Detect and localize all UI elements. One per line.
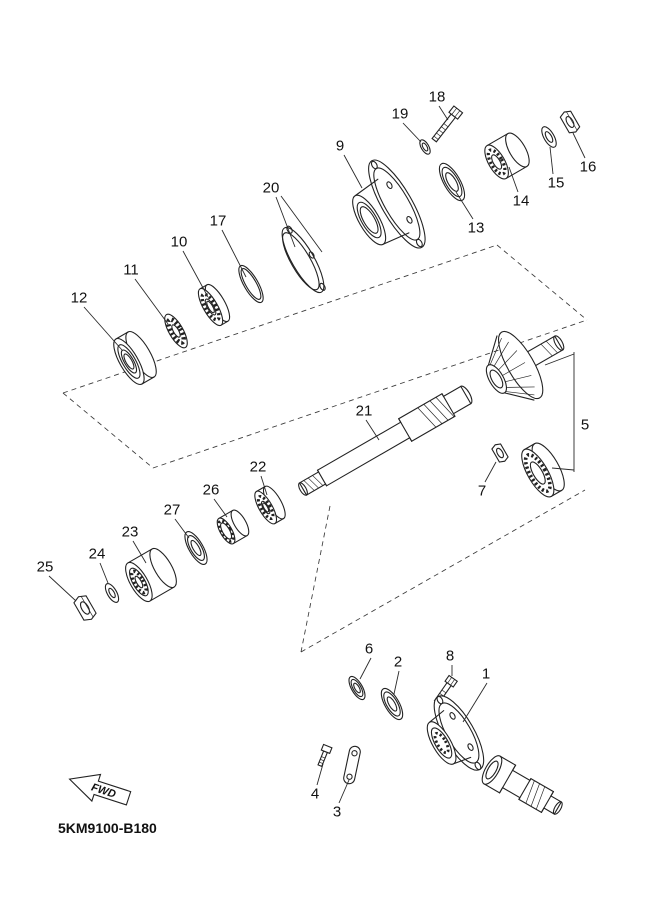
part-number-19: 19 bbox=[392, 106, 409, 123]
part-3-stay-plate-drawing bbox=[343, 745, 361, 785]
part-11-toothed-washer-drawing bbox=[164, 313, 188, 349]
part-number-9: 9 bbox=[336, 138, 344, 155]
part-number-4: 4 bbox=[311, 786, 319, 803]
part-10-bearing-drawing bbox=[197, 283, 231, 327]
part-1-bearing-housing-drawing bbox=[426, 695, 485, 771]
drive-pinion-shaft-drawing bbox=[481, 755, 563, 815]
part-number-3: 3 bbox=[333, 804, 341, 821]
part-number-10: 10 bbox=[171, 234, 188, 251]
part-number-17: 17 bbox=[210, 213, 227, 230]
leader-line-part-21 bbox=[365, 419, 380, 441]
part-12-bearing-drawing bbox=[113, 330, 157, 386]
diagram-code-label: 5KM9100-B180 bbox=[58, 820, 157, 836]
part-16-nut-drawing bbox=[559, 110, 581, 134]
part-27-seal-drawing bbox=[184, 531, 208, 565]
leader-line-part-20 bbox=[275, 196, 296, 248]
leader-line-part-16 bbox=[572, 132, 586, 159]
part-19-washer-drawing bbox=[419, 139, 431, 155]
leader-line-part-7 bbox=[484, 461, 497, 483]
part-number-27: 27 bbox=[164, 502, 181, 519]
part-18-bolt-drawing bbox=[431, 105, 464, 143]
leader-line-part-1 bbox=[462, 682, 488, 723]
leader-line-part-20 bbox=[280, 195, 323, 253]
part-5-bevel-gear-drawing bbox=[485, 330, 565, 401]
leader-line-part-12 bbox=[83, 306, 123, 351]
part-number-21: 21 bbox=[356, 403, 373, 420]
part-number-5: 5 bbox=[581, 417, 589, 434]
part-23-coupling-drawing bbox=[125, 547, 177, 603]
part-number-14: 14 bbox=[513, 193, 530, 210]
part-25-nut-drawing bbox=[73, 595, 97, 621]
fwd-arrow: FWD bbox=[68, 773, 132, 806]
part-6-washer-drawing bbox=[348, 675, 366, 701]
leader-line-part-25 bbox=[48, 575, 77, 602]
part-21-drive-shaft-drawing bbox=[298, 385, 473, 496]
leader-line-part-23 bbox=[132, 540, 147, 564]
leader-line-part-2 bbox=[393, 670, 400, 695]
leader-line-part-24 bbox=[99, 562, 109, 584]
part-26-spacer-drawing bbox=[216, 509, 250, 545]
part-14-coupling-drawing bbox=[484, 132, 530, 180]
part-number-25: 25 bbox=[37, 559, 54, 576]
part-number-1: 1 bbox=[482, 666, 490, 683]
part-number-12: 12 bbox=[71, 290, 88, 307]
leader-line-part-27 bbox=[174, 518, 190, 539]
part-number-20: 20 bbox=[263, 180, 280, 197]
part-4-bolt-drawing bbox=[317, 743, 333, 768]
leader-line-part-10 bbox=[182, 250, 209, 298]
leader-line-part-5 bbox=[544, 353, 575, 366]
leader-line-part-17 bbox=[221, 229, 247, 278]
part-number-23: 23 bbox=[122, 524, 139, 541]
part-number-11: 11 bbox=[123, 262, 139, 279]
part-labels-layer: 1234567891011121314151617181920212223242… bbox=[37, 89, 597, 821]
leader-line-part-14 bbox=[508, 166, 519, 193]
leader-line-part-3 bbox=[338, 779, 350, 804]
part-number-8: 8 bbox=[446, 648, 454, 665]
part-24-washer-drawing bbox=[104, 583, 120, 603]
leader-line-part-18 bbox=[438, 105, 449, 121]
leader-line-part-26 bbox=[213, 498, 228, 518]
part-22-bearing-drawing bbox=[254, 485, 286, 525]
part-number-26: 26 bbox=[203, 482, 220, 499]
part-number-24: 24 bbox=[89, 546, 106, 563]
part-7-nut-drawing bbox=[491, 443, 509, 463]
leader-line-part-19 bbox=[402, 122, 422, 143]
leader-line-part-4 bbox=[316, 763, 324, 786]
part-number-15: 15 bbox=[548, 175, 565, 192]
leader-line-part-22 bbox=[260, 475, 268, 496]
leader-line-part-15 bbox=[549, 146, 554, 175]
part-number-2: 2 bbox=[394, 654, 402, 671]
part-number-16: 16 bbox=[580, 159, 597, 176]
part-number-18: 18 bbox=[429, 89, 446, 106]
part-13-oil-seal-drawing bbox=[438, 162, 466, 202]
part-number-22: 22 bbox=[250, 459, 267, 476]
part-15-washer-drawing bbox=[541, 126, 557, 148]
leader-line-part-13 bbox=[455, 191, 474, 220]
part-9-housing-flange-drawing bbox=[352, 159, 426, 249]
leader-line-part-5 bbox=[551, 467, 575, 471]
part-5-ring-gear-drawing bbox=[521, 442, 565, 498]
leader-line-part-6 bbox=[359, 657, 372, 680]
leader-line-part-11 bbox=[134, 278, 169, 325]
part-number-13: 13 bbox=[468, 220, 485, 237]
part-number-7: 7 bbox=[478, 483, 486, 500]
part-number-6: 6 bbox=[365, 641, 373, 658]
part-20-gasket-cover-drawing bbox=[281, 225, 326, 294]
leader-line-part-9 bbox=[343, 154, 363, 189]
part-17-o-ring-drawing bbox=[238, 264, 264, 304]
part-2-oil-seal-drawing bbox=[380, 687, 404, 721]
